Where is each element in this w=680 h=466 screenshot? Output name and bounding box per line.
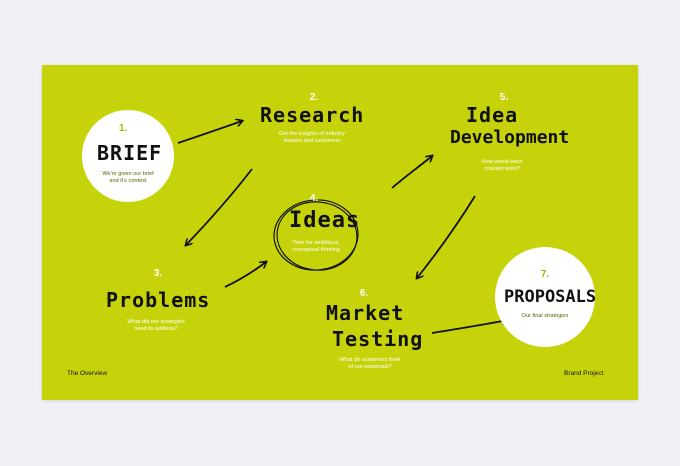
step-5-number: 5. xyxy=(499,92,509,103)
step-7-title: PROPOSALS xyxy=(504,287,597,307)
step-6-title-line2: Testing xyxy=(332,327,424,351)
process-slide: 1. BRIEF We're given our brief and it's … xyxy=(42,65,638,400)
step-2-desc: Get the insights of industry leaders and… xyxy=(278,131,346,144)
step-4-number: 4. xyxy=(309,193,319,204)
step-3-title: Problems xyxy=(106,288,211,312)
step-1-desc: We're given our brief and it's context xyxy=(102,171,154,184)
step-1-number: 1. xyxy=(118,123,128,134)
step-5-title-line2: Development xyxy=(450,127,570,148)
ideas-scribble-circle xyxy=(273,199,359,271)
step-2-title: Research xyxy=(260,103,365,127)
step-7-desc: Our final strategies xyxy=(521,313,569,319)
step-2-number: 2. xyxy=(309,92,319,103)
arrow-research-to-problems xyxy=(186,168,253,245)
brief-circle xyxy=(82,110,174,202)
proposals-circle xyxy=(495,247,595,347)
step-3-desc: What did our strategies need to address? xyxy=(127,319,185,332)
step-6-title-line1: Market xyxy=(326,301,405,325)
step-5-desc: How would each concept work? xyxy=(481,159,523,172)
step-4-desc: Time for ambitious, conceptual thinking xyxy=(292,240,340,253)
arrow-testing-to-proposals xyxy=(431,320,508,334)
step-6-number: 6. xyxy=(359,288,369,299)
footer-overview-label: The Overview xyxy=(67,370,108,377)
step-4-title: Ideas xyxy=(289,208,361,233)
step-7-number: 7. xyxy=(540,269,550,280)
arrow-development-to-testing xyxy=(417,195,476,278)
arrow-ideas-to-development xyxy=(391,156,432,189)
step-1-title: BRIEF xyxy=(97,141,163,165)
step-6-desc: What do customers think of our proposals… xyxy=(339,357,401,370)
step-5-title-line1: Idea xyxy=(466,103,519,127)
arrow-problems-to-ideas xyxy=(224,262,266,288)
step-3-number: 3. xyxy=(153,268,163,279)
footer-project-label: Brand Project xyxy=(564,370,604,377)
arrow-brief-to-research xyxy=(177,121,242,144)
